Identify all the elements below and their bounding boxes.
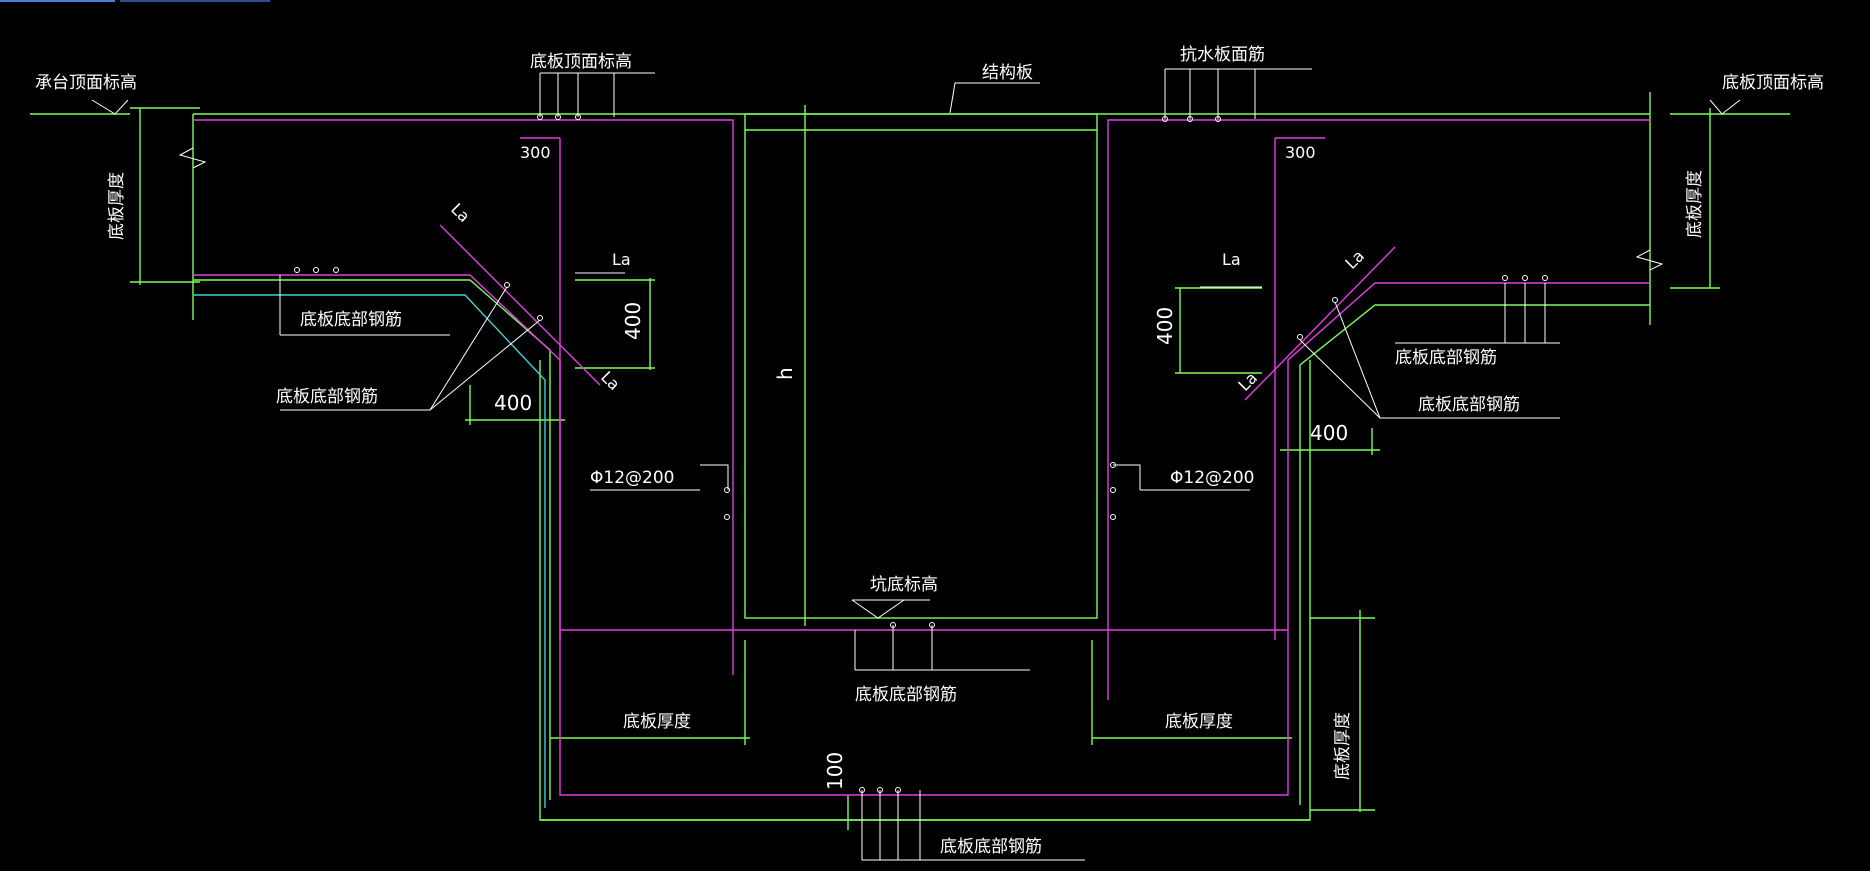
concrete-outline xyxy=(30,92,1790,830)
right-la-diagonal xyxy=(1244,246,1396,401)
bottom-rebar-center-label: 底板底部钢筋 xyxy=(855,685,957,705)
left-la-diagonal xyxy=(439,224,601,386)
bottom-rebar-lower-right-label: 底板底部钢筋 xyxy=(1418,395,1520,415)
slab-thickness-bottom-right-label: 底板厚度 xyxy=(1165,712,1233,732)
la-left-diag-bottom-label: La xyxy=(597,367,624,394)
dim-h-label: h xyxy=(773,367,797,380)
slab-thickness-left-label: 底板厚度 xyxy=(107,172,127,240)
bottom-rebar-bottom-label: 底板底部钢筋 xyxy=(940,837,1042,857)
slab-thickness-right-label: 底板厚度 xyxy=(1685,170,1705,238)
leader xyxy=(429,319,541,411)
slab-thickness-far-right-label: 底板厚度 xyxy=(1333,712,1353,780)
dim-300-left-label: 300 xyxy=(520,143,551,162)
title-bar-segment xyxy=(120,0,270,2)
slab-top-elev-left-label: 底板顶面标高 xyxy=(530,52,632,72)
leader xyxy=(1299,339,1381,419)
la-right-top-label: La xyxy=(1222,250,1241,269)
la-left-diag-top-label: La xyxy=(447,199,474,226)
la-right-diag-top-label: La xyxy=(1341,246,1368,273)
title-bar-segment xyxy=(0,0,115,2)
la-right-diag-bottom-label: La xyxy=(1234,368,1261,395)
title-bar-strip xyxy=(0,0,1870,3)
top-rebar-left xyxy=(193,119,734,675)
anti-water-top-rebar-label: 抗水板面筋 xyxy=(1180,45,1265,65)
rebar-spec-left-label: Φ12@200 xyxy=(590,468,674,488)
rebar-dots xyxy=(294,114,1548,793)
leader xyxy=(949,82,1040,114)
dim-100-label: 100 xyxy=(823,752,847,790)
dim-400-left-h-label: 400 xyxy=(494,391,532,415)
top-rebar-right xyxy=(1107,119,1650,700)
right-slab-bottom-edge xyxy=(1299,304,1650,805)
rebar-spec-right-label: Φ12@200 xyxy=(1170,468,1254,488)
pit-inner-box xyxy=(744,113,1098,619)
structural-slab-label: 结构板 xyxy=(982,63,1033,83)
leader xyxy=(700,464,729,490)
dim-400-left-v-label: 400 xyxy=(621,302,645,340)
rebar-alt-lines xyxy=(193,294,546,808)
dim-400-right-h-label: 400 xyxy=(1310,421,1348,445)
cyan-rebar-left xyxy=(193,294,546,808)
elev-triangle xyxy=(1709,99,1741,115)
bottom-rebar-outer xyxy=(193,274,1650,796)
rebar-lines xyxy=(193,119,1650,796)
leader xyxy=(1113,464,1141,490)
break-mark xyxy=(1635,249,1664,271)
left-slab-bottom-edge xyxy=(193,279,551,800)
bottom-rebar-upper-left-label: 底板底部钢筋 xyxy=(300,310,402,330)
bottom-rebar-lower-left-label: 底板底部钢筋 xyxy=(276,387,378,407)
pit-bottom-elev-label: 坑底标高 xyxy=(870,575,938,595)
bottom-rebar-upper-right-label: 底板底部钢筋 xyxy=(1395,348,1497,368)
elev-triangle xyxy=(851,599,905,619)
cap-top-elev-label: 承台顶面标高 xyxy=(35,73,137,93)
elev-triangle xyxy=(91,99,129,115)
dim-300-right-label: 300 xyxy=(1285,143,1316,162)
la-left-top-label: La xyxy=(612,250,631,269)
break-mark xyxy=(178,147,207,169)
slab-thickness-bottom-left-label: 底板厚度 xyxy=(623,712,691,732)
slab-top-elev-right-label: 底板顶面标高 xyxy=(1722,73,1824,93)
dim-400-right-v-label: 400 xyxy=(1153,307,1177,345)
leader-lines xyxy=(91,68,1741,861)
